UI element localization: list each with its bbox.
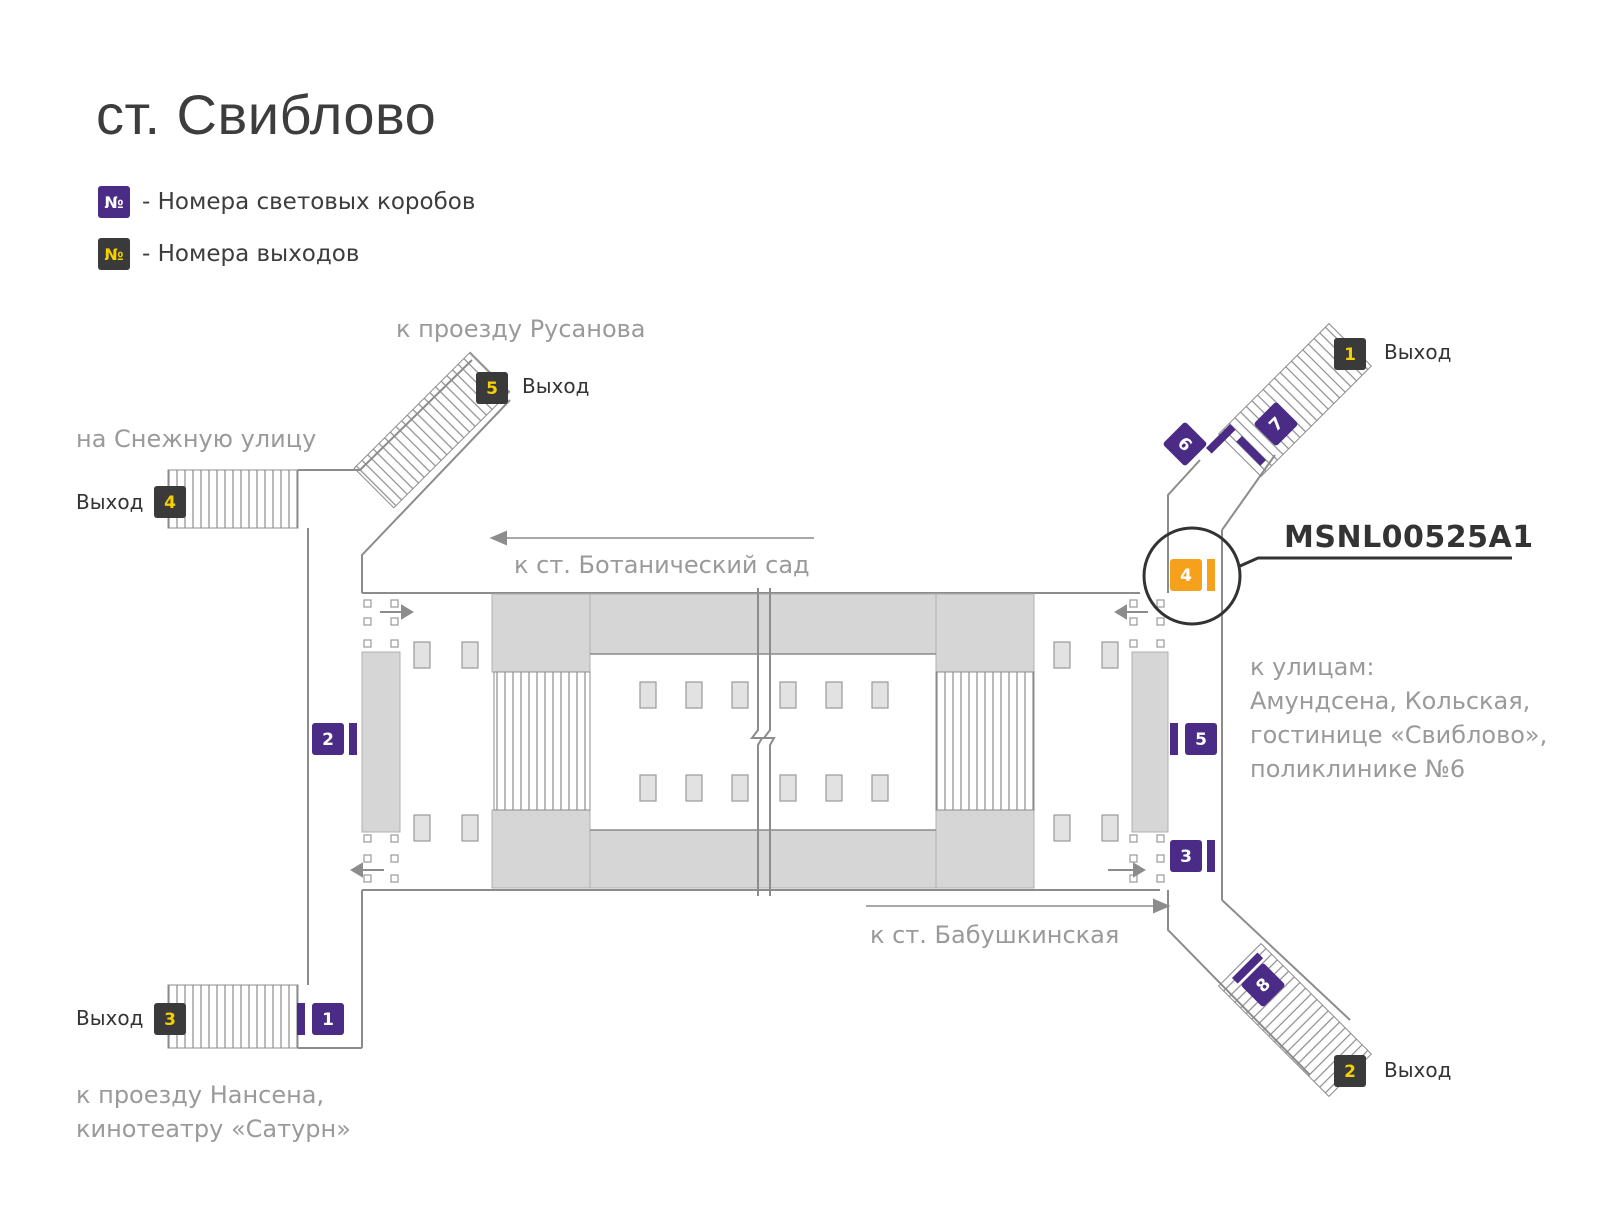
direction-nansen-line-2: кинотеатру «Сатурн» (76, 1115, 351, 1143)
escalator-left (493, 671, 591, 811)
direction-arrows (350, 530, 1171, 914)
direction-babushkinskaya: к ст. Бабушкинская (870, 921, 1120, 949)
lightbox-3: 3 (1170, 840, 1215, 872)
turnstiles (363, 599, 1165, 883)
direction-snezhnaya: на Снежную улицу (76, 425, 317, 453)
exit-2-number: 2 (1344, 1062, 1356, 1082)
legend-exit: № - Номера выходов (98, 238, 359, 270)
direction-streets-line-4: поликлинике №6 (1250, 755, 1466, 783)
columns (413, 641, 1119, 842)
exit-marker-2: 2 (1334, 1055, 1366, 1087)
direction-nansen: к проезду Нансена, кинотеатру «Сатурн» (76, 1078, 351, 1146)
lightbox-4: 4 (1170, 559, 1215, 591)
lightbox-5: 5 (1170, 723, 1217, 755)
lightbox-1: 1 (297, 1003, 344, 1035)
escalator-right (935, 671, 1035, 811)
lightbox-5-number: 5 (1195, 730, 1207, 750)
platform-blocks (361, 593, 1169, 889)
exit-4-label: Выход (76, 490, 144, 514)
lightbox-legend-icon: № (98, 186, 130, 218)
callout-circle (1142, 526, 1242, 626)
direction-nansen-line-1: к проезду Нансена, (76, 1081, 325, 1109)
page-title: ст. Свиблово (96, 83, 437, 146)
exit-3-number: 3 (164, 1010, 176, 1030)
lightbox-6: 6 (1163, 422, 1207, 466)
exit-5-number: 5 (486, 379, 498, 399)
exit-4-number: 4 (164, 493, 176, 513)
exit-1-number: 1 (1344, 345, 1356, 365)
direction-rusanova: к проезду Русанова (396, 315, 646, 343)
lightbox-3-number: 3 (1180, 847, 1192, 867)
direction-streets-line-3: гостинице «Свиблово», (1250, 721, 1548, 749)
exit-marker-3: 3 (154, 1003, 186, 1035)
exit-legend-icon: № (98, 238, 130, 270)
lightbox-2: 2 (312, 723, 357, 755)
stairs-exit-3 (167, 984, 299, 1049)
exit-marker-1: 1 (1334, 338, 1366, 370)
lightbox-7: 7 (1254, 402, 1298, 446)
callout-code: MSNL00525A1 (1284, 520, 1534, 555)
exit-2-label: Выход (1384, 1058, 1452, 1082)
direction-streets: к улицам: Амундсена, Кольская, гостинице… (1250, 650, 1547, 786)
direction-botanical: к ст. Ботанический сад (514, 551, 810, 579)
lightbox-1-number: 1 (322, 1010, 334, 1030)
legend-exit-text: - Номера выходов (142, 241, 360, 267)
exit-marker-4: 4 (154, 486, 186, 518)
lightbox-4-number: 4 (1180, 566, 1192, 586)
main-hall (362, 592, 1160, 891)
stairs-exit-4 (167, 469, 299, 529)
callout-line (1239, 556, 1512, 568)
direction-streets-line-1: к улицам: (1250, 653, 1375, 681)
legend-lightbox: № - Номера световых коробов (98, 186, 475, 218)
exit-3-label: Выход (76, 1006, 144, 1030)
legend-lightbox-text: - Номера световых коробов (142, 189, 476, 215)
lightbox-2-number: 2 (322, 730, 334, 750)
direction-streets-line-2: Амундсена, Кольская, (1250, 687, 1531, 715)
exit-marker-5: 5 (476, 372, 508, 404)
exit-5-label: Выход (522, 374, 590, 398)
lightbox-8: 8 (1241, 963, 1285, 1007)
exit-1-label: Выход (1384, 340, 1452, 364)
track-break (750, 588, 776, 896)
